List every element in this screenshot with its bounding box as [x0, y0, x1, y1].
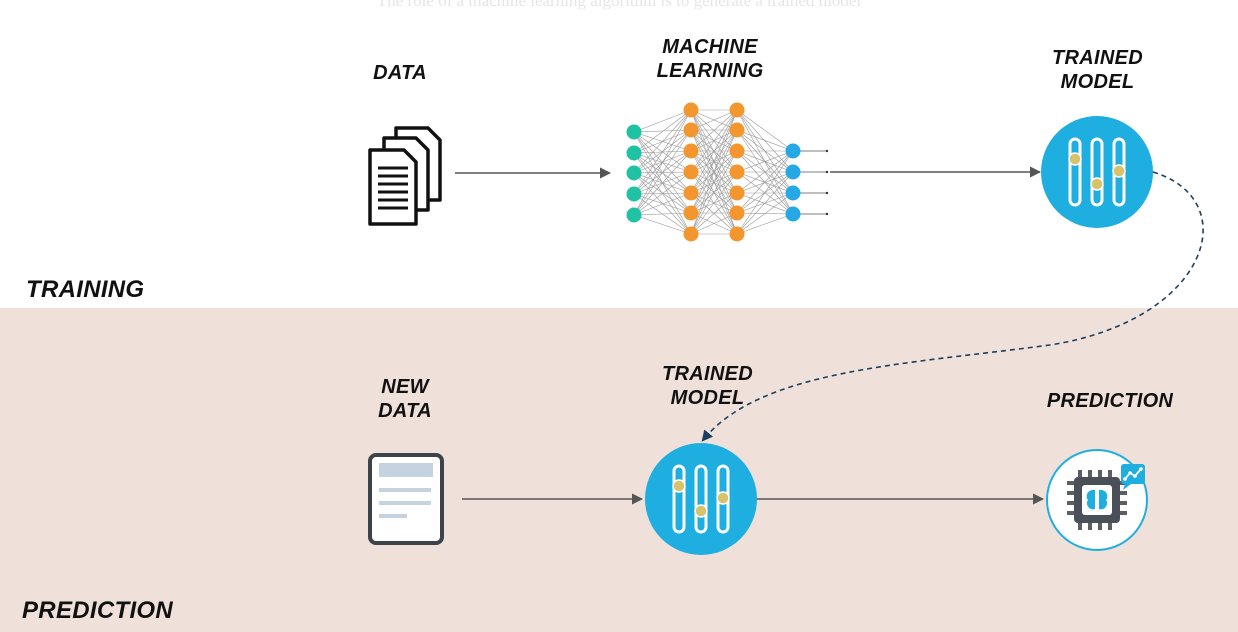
dashed-model-transfer-arrow [701, 171, 1204, 442]
neural-network-icon [626, 102, 829, 242]
documents-icon [368, 126, 442, 226]
nn-node [785, 164, 801, 180]
nn-node [785, 185, 801, 201]
nn-node [683, 122, 699, 138]
nn-node [729, 122, 745, 138]
nn-edge [736, 171, 794, 194]
nn-node [626, 165, 642, 181]
training-section-label: TRAINING [26, 276, 145, 303]
nn-edge [690, 212, 738, 235]
nn-edge [690, 129, 738, 235]
nn-node [785, 143, 801, 159]
nn-edge [736, 150, 794, 194]
nn-node [683, 185, 699, 201]
nn-node [626, 124, 642, 140]
nn-edge [736, 109, 794, 194]
nn-node [785, 206, 801, 222]
nn-node [683, 102, 699, 118]
new-data-label: NEW DATA [378, 376, 432, 422]
nn-node [729, 164, 745, 180]
nn-edge [736, 109, 794, 173]
prediction-band [0, 308, 1238, 632]
nn-node [729, 185, 745, 201]
nn-output-dot [825, 170, 829, 174]
prediction-label: PREDICTION [1046, 390, 1174, 412]
nn-edge [690, 150, 738, 235]
nn-edge [633, 109, 692, 154]
nn-node [729, 143, 745, 159]
nn-output-dot [825, 191, 829, 195]
nn-edge [736, 150, 794, 214]
nn-edge [690, 109, 738, 173]
nn-edge [690, 109, 738, 235]
document-icon [368, 453, 444, 545]
nn-node [729, 102, 745, 118]
nn-edge [633, 150, 692, 216]
nn-edge [690, 109, 738, 194]
nn-edge [736, 129, 794, 152]
nn-edge [633, 212, 692, 216]
prediction-section-label: PREDICTION [22, 597, 174, 624]
nn-edge [633, 129, 692, 133]
nn-node [729, 205, 745, 221]
nn-edge [633, 129, 692, 216]
nn-node [626, 186, 642, 202]
nn-edge [690, 171, 738, 235]
nn-output-dot [825, 212, 829, 216]
trained-model-label-top: TRAINED MODEL [1052, 47, 1143, 93]
nn-edge [736, 213, 794, 235]
trained-model-label-bottom: TRAINED MODEL [662, 363, 753, 409]
nn-edge [633, 109, 692, 133]
nn-edge [633, 109, 692, 195]
sliders-icon [645, 443, 757, 555]
nn-edge [690, 109, 738, 152]
data-label: DATA [373, 62, 427, 84]
nn-node [683, 164, 699, 180]
nn-edge [690, 192, 738, 235]
nn-edge [736, 192, 794, 215]
nn-edge [633, 192, 692, 216]
nn-node [626, 145, 642, 161]
nn-edge [633, 171, 692, 216]
nn-edge [633, 193, 692, 214]
nn-edge [736, 150, 794, 235]
nn-node [683, 226, 699, 242]
nn-node [626, 207, 642, 223]
nn-node [683, 143, 699, 159]
nn-edge [633, 109, 692, 174]
nn-edge [633, 214, 692, 235]
nn-edge [690, 109, 738, 214]
nn-edge [736, 150, 794, 173]
sliders-icon [1041, 116, 1153, 228]
nn-edge [736, 171, 794, 235]
ai-chip-icon [1046, 449, 1148, 551]
nn-edge [736, 109, 794, 215]
figure-caption: The role of a machine learning algorithm… [376, 0, 862, 10]
nn-node [729, 226, 745, 242]
nn-edge [633, 109, 692, 216]
nn-edge [690, 109, 738, 131]
nn-node [683, 205, 699, 221]
machine-learning-label: MACHINE LEARNING [656, 36, 764, 82]
nn-edge [736, 109, 794, 152]
nn-edge [736, 192, 794, 235]
nn-output-dot [825, 149, 829, 153]
